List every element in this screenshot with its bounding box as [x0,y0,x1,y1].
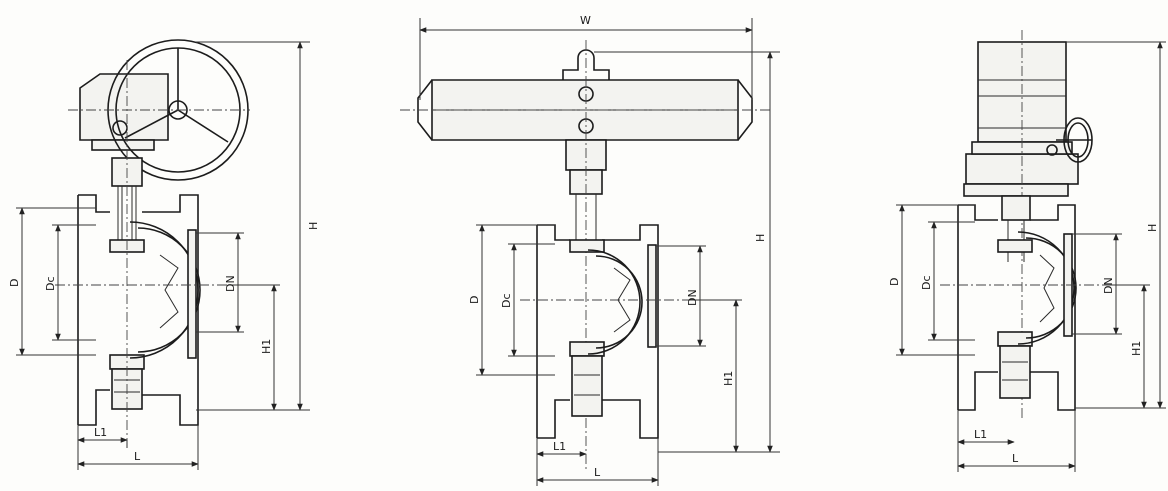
dim-label-L1: L1 [974,428,987,441]
dim-label-H1: H1 [260,339,273,354]
dim-label-L: L [134,450,141,463]
dim-label-H1: H1 [1130,341,1143,356]
dim-label-L: L [1012,452,1019,465]
side-handwheel-icon [1046,117,1093,163]
dim-label-Dc: Dc [44,276,57,291]
gearbox-body [79,73,169,141]
dim-label-W: W [580,14,591,27]
dim-label-DN: DN [686,289,699,306]
dim-label-D: D [8,279,21,287]
dimension-lines-3 [896,41,1166,472]
dim-label-L1: L1 [94,426,107,439]
dim-label-Dc: Dc [920,275,933,290]
dim-label-D: D [468,296,481,304]
view-pneumatic-actuated: W H D Dc DN H1 L1 L [400,14,780,486]
dim-label-L1: L1 [553,440,566,453]
gearbox-base [91,139,155,151]
dim-label-Dc: Dc [500,293,513,308]
valve-body-left [77,194,110,426]
dim-label-L: L [594,466,601,479]
dim-label-H: H [754,234,767,242]
dim-label-DN: DN [224,275,237,292]
dim-label-H: H [307,222,320,230]
dimension-lines [16,41,310,470]
dim-label-D: D [888,278,901,286]
view-gear-operated: H D Dc DN H1 L1 L [8,39,320,470]
view-electric-actuated: H D Dc DN H1 L1 L [888,30,1166,472]
dim-label-DN: DN [1102,277,1115,294]
dim-label-H: H [1146,224,1159,232]
dim-label-H1: H1 [722,371,735,386]
actuator-top-cap [562,49,610,80]
dimension-lines-2 [419,18,780,486]
